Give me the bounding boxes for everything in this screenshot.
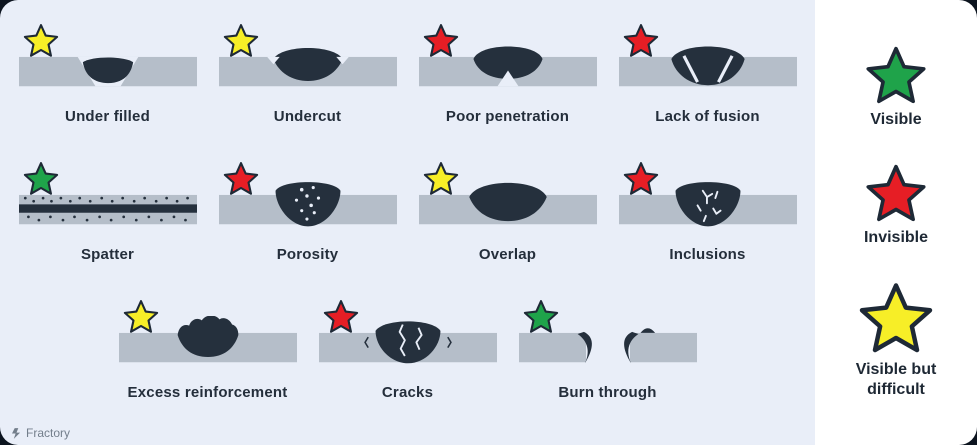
weld-illustration-cracks xyxy=(318,300,497,375)
weld-cross-section xyxy=(18,56,197,87)
legend-label: Visible xyxy=(870,111,922,128)
star-icon xyxy=(323,300,358,333)
watermark-text: Fractory xyxy=(26,426,71,440)
defect-label: Porosity xyxy=(276,246,339,263)
yellow-star-icon xyxy=(859,283,933,353)
defect-burn-through: Burn through xyxy=(513,300,703,402)
weld-illustration-overlap xyxy=(418,162,597,237)
weld-illustration-porosity xyxy=(218,162,397,237)
weld-illustration-inclusions xyxy=(618,162,797,237)
fractory-logo-icon xyxy=(12,427,21,439)
defect-label: Spatter xyxy=(80,246,135,263)
defect-under-filled: Under filled xyxy=(13,24,203,126)
weld-cross-section xyxy=(318,321,497,364)
weld-cross-section xyxy=(618,46,797,87)
defect-label: Undercut xyxy=(273,108,342,125)
weld-illustration-burn-through xyxy=(518,300,697,375)
weld-illustration-excess-reinforcement xyxy=(118,300,297,375)
green-star-icon xyxy=(866,46,926,104)
star-icon xyxy=(523,300,558,333)
weld-illustration-lack-of-fusion xyxy=(618,24,797,99)
weld-cross-section xyxy=(218,48,397,87)
defect-cracks: Cracks xyxy=(313,300,503,402)
weld-cross-section xyxy=(218,182,397,227)
defect-porosity: Porosity xyxy=(213,162,403,264)
star-icon xyxy=(423,162,458,195)
legend-label: Invisible xyxy=(863,229,929,246)
weld-illustration-poor-penetration xyxy=(418,24,597,99)
star-icon xyxy=(623,162,658,195)
defect-lack-of-fusion: Lack of fusion xyxy=(613,24,803,126)
legend-item-invisible: Invisible xyxy=(864,163,928,248)
legend-item-visible-but-difficult: Visible but difficult xyxy=(840,281,952,400)
star-icon xyxy=(223,162,258,195)
defect-poor-penetration: Poor penetration xyxy=(413,24,603,126)
defect-excess-reinforcement: Excess reinforcement xyxy=(113,300,303,402)
weld-cross-section xyxy=(618,182,797,227)
weld-illustration-undercut xyxy=(218,24,397,99)
defect-label: Inclusions xyxy=(669,246,746,263)
star-icon xyxy=(23,162,58,195)
red-star-icon xyxy=(866,164,926,222)
defect-label: Burn through xyxy=(558,384,657,401)
defect-overlap: Overlap xyxy=(413,162,603,264)
weld-cross-section xyxy=(18,194,197,225)
defects-row-1: Under filled Undercut xyxy=(0,24,815,126)
weld-illustration-under-filled xyxy=(18,24,197,99)
defect-label: Cracks xyxy=(381,384,434,401)
defect-spatter: Spatter xyxy=(13,162,203,264)
defect-label: Poor penetration xyxy=(445,108,570,125)
weld-cross-section xyxy=(418,182,597,225)
legend-label: Visible but difficult xyxy=(855,361,937,398)
star-icon xyxy=(23,24,58,57)
defects-row-3: Excess reinforcement xyxy=(0,300,815,402)
defect-inclusions: Inclusions xyxy=(613,162,803,264)
star-icon xyxy=(423,24,458,57)
watermark: Fractory xyxy=(12,426,70,440)
defects-grid: Under filled Undercut xyxy=(0,0,815,445)
defect-label: Under filled xyxy=(65,108,150,125)
visibility-legend: Visible Invisible Visible but difficult xyxy=(815,0,977,445)
defect-undercut: Undercut xyxy=(213,24,403,126)
star-icon xyxy=(123,300,158,333)
weld-cross-section xyxy=(418,46,597,87)
legend-item-visible: Visible xyxy=(865,45,927,130)
weld-cross-section xyxy=(518,328,697,364)
defect-label: Lack of fusion xyxy=(655,108,760,125)
defects-row-2: Spatter xyxy=(0,162,815,264)
defect-label: Excess reinforcement xyxy=(127,384,288,401)
star-icon xyxy=(623,24,658,57)
defect-label: Overlap xyxy=(478,246,537,263)
weld-illustration-spatter xyxy=(18,162,197,237)
weld-cross-section xyxy=(118,316,297,363)
star-icon xyxy=(223,24,258,57)
